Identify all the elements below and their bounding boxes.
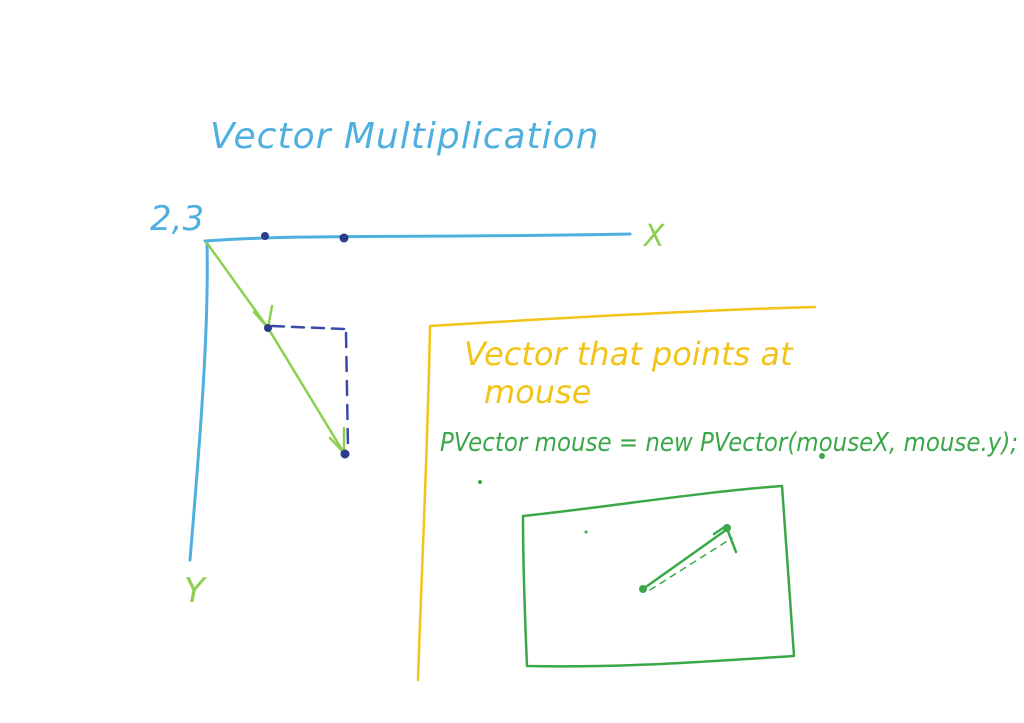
title-text: Vector Multiplication: [210, 116, 600, 157]
yellow-panel-frame: [416, 305, 817, 682]
sketch-window-rect: [521, 484, 796, 668]
x-axis-line: [203, 232, 632, 243]
vector-point-tip: [340, 449, 350, 459]
x-tick-dot-1: [261, 232, 269, 240]
dashed-component-horizontal: [270, 324, 346, 331]
stray-mark-1: [819, 453, 825, 459]
vector-point-mid: [264, 324, 272, 332]
y-axis-line: [188, 241, 209, 562]
mouse-vector-dashed: [649, 537, 733, 591]
x-axis-label: X: [642, 219, 666, 254]
stray-mark-2: [478, 480, 482, 484]
code-line-text: PVector mouse = new PVector(mouseX, mous…: [440, 428, 1018, 458]
mouse-vector-line: [641, 528, 728, 591]
note-heading-line2: mouse: [484, 373, 591, 411]
vector-arrow-long: [205, 241, 346, 455]
y-axis-label: Y: [184, 571, 207, 611]
x-tick-dot-2: [339, 233, 349, 243]
mouse-vector-tip-dot: [723, 524, 731, 532]
origin-label: 2,3: [150, 199, 204, 239]
sketch-window-dot: [584, 530, 588, 534]
dashed-component-vertical: [344, 331, 350, 450]
note-heading-line1: Vector that points at: [464, 335, 794, 373]
mouse-vector-origin-dot: [639, 585, 647, 593]
